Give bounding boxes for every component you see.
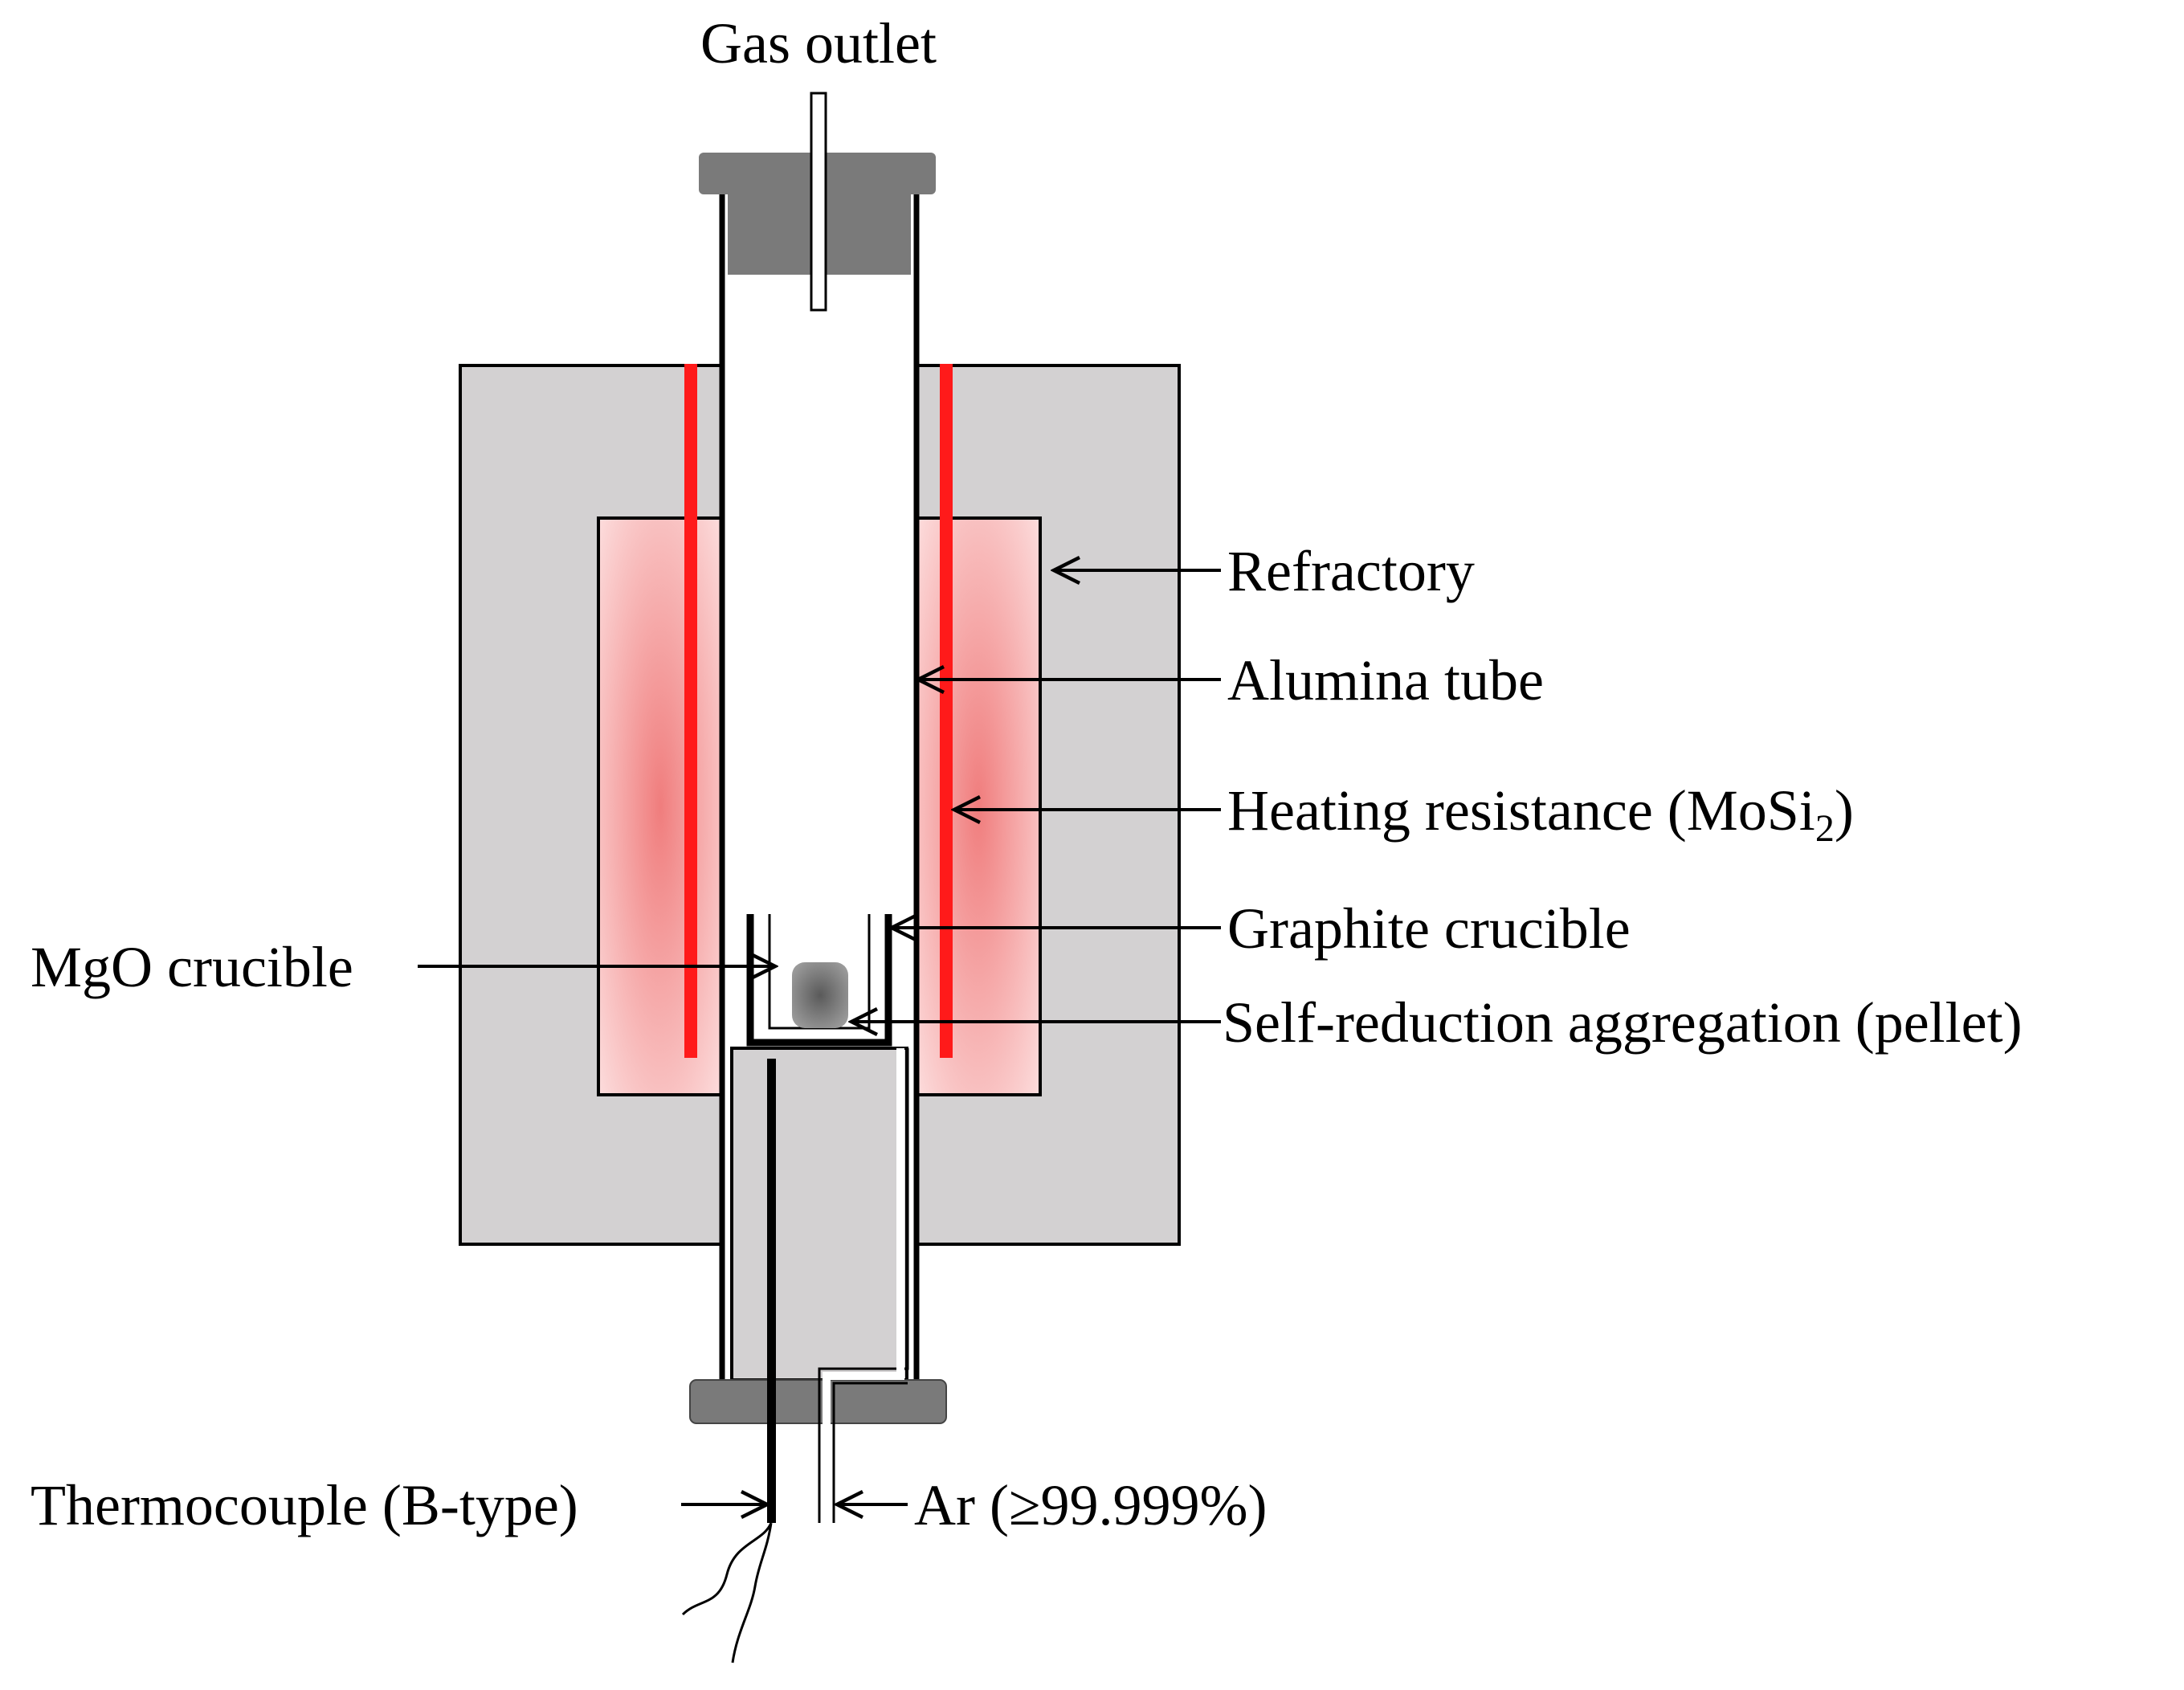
graphite-crucible-label: Graphite crucible <box>1227 896 1631 961</box>
alumina-tube-label: Alumina tube <box>1227 648 1544 712</box>
heating-zone-left <box>597 516 724 1096</box>
heating-zone-right <box>915 516 1042 1096</box>
thermocouple-label: Thermocouple (B-type) <box>31 1473 578 1537</box>
refractory-label: Refractory <box>1227 539 1475 603</box>
heating-resistance-subscript: 2 <box>1815 807 1835 850</box>
argon-inlet-tube <box>818 1048 909 1523</box>
pedestal <box>730 1047 908 1382</box>
argon-label: Ar (≥99.999%) <box>914 1473 1267 1537</box>
gas-outlet-label: Gas outlet <box>700 11 937 76</box>
thermocouple-wire <box>681 1522 773 1663</box>
pellet-label: Self-reduction aggregation (pellet) <box>1223 990 2023 1055</box>
pellet <box>792 962 848 1028</box>
heating-resistance-close: ) <box>1835 778 1854 843</box>
mgo-crucible-label: MgO crucible <box>31 935 353 999</box>
heating-element-left <box>684 364 697 1058</box>
argon-inlet-tube-inner <box>823 1048 904 1523</box>
thermocouple-rod <box>767 1059 776 1523</box>
heating-element-right <box>940 364 953 1058</box>
heating-resistance-label: Heating resistance (MoSi2) <box>1227 778 1854 850</box>
gas-outlet-pipe <box>810 92 827 312</box>
heating-resistance-text: Heating resistance (MoSi <box>1227 778 1815 843</box>
